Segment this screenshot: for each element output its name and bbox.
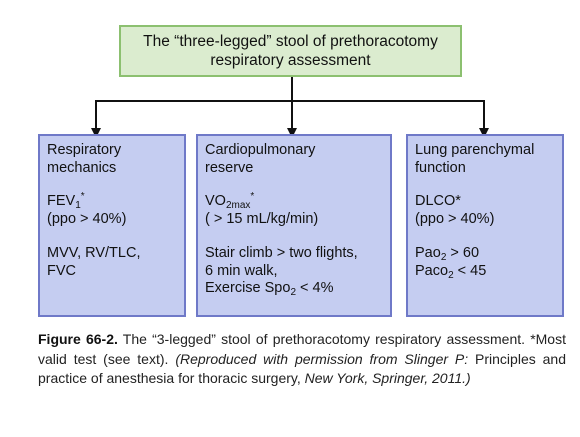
vo2max-threshold: ( > 15 mL/kg/min) [205,210,319,227]
title-line-2: respiratory assessment [210,52,371,69]
title-line-1: The “three-legged” stool of prethoracoto… [143,33,438,50]
paco2-threshold: Paco2 < 45 [415,262,487,281]
mvv-group: MVV, RV/TLC, FVC [47,245,141,279]
pao2-threshold: Pao2 > 60 [415,245,480,263]
box-lung-parenchymal-function: Lung parenchymal function DLCO* (ppo > 4… [406,134,564,317]
fev1-group: FEV1* (ppo > 40%) [47,191,178,228]
vo2max-label: VO2max* [205,191,255,211]
figure-caption: Figure 66-2. The “3-legged” stool of pre… [38,331,566,386]
fev1-threshold: (ppo > 40%) [47,210,127,227]
dlco-label: DLCO* [415,193,461,209]
vo2max-group: VO2max* ( > 15 mL/kg/min) [205,191,384,228]
box-respiratory-mechanics: Respiratory mechanics FEV1* (ppo > 40%) … [38,134,186,317]
figure-label: Figure 66-2. [38,331,118,347]
blood-gas-group: Pao2 > 60 Paco2 < 45 [415,245,556,280]
box-heading: Cardiopulmonary reserve [205,142,316,176]
box-heading: Lung parenchymal function [415,142,535,176]
box-heading: Respiratory mechanics [47,142,122,176]
fev1-label: FEV1* [47,191,85,211]
dlco-threshold: (ppo > 40%) [415,210,495,227]
exercise-group: Stair climb > two flights, 6 min walk, E… [205,245,358,298]
dlco-group: DLCO* (ppo > 40%) [415,193,556,228]
diagram-title-box: The “three-legged” stool of prethoracoto… [119,25,462,77]
box-cardiopulmonary-reserve: Cardiopulmonary reserve VO2max* ( > 15 m… [196,134,392,317]
